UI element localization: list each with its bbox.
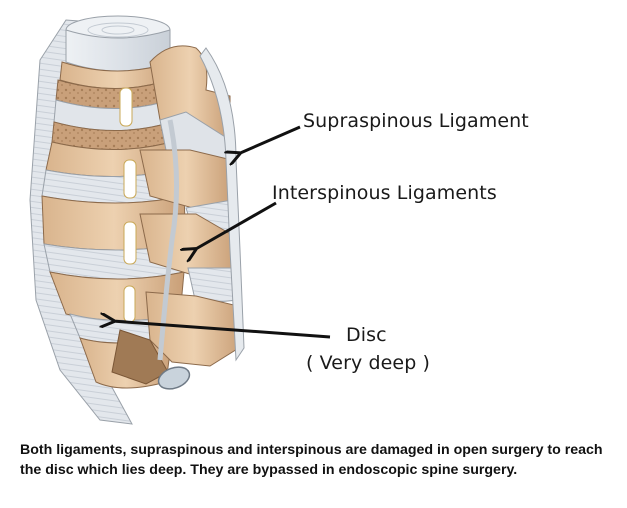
posterior-elements [111,45,243,385]
supraspinous-ligament [199,47,245,362]
label-interspinous-ligaments: Interspinous Ligaments [272,182,497,204]
arrow-supraspinous [238,125,301,154]
label-disc: Disc [346,324,387,346]
figure-caption: Both ligaments, supraspinous and intersp… [20,442,603,478]
arrow-interspinous [194,201,277,250]
sacral-disc-section [157,366,191,390]
foramina [119,87,137,323]
label-supraspinous-ligament: Supraspinous Ligament [303,110,529,132]
arrow-disc [112,321,331,339]
label-disc-note: ( Very deep ) [306,352,431,374]
